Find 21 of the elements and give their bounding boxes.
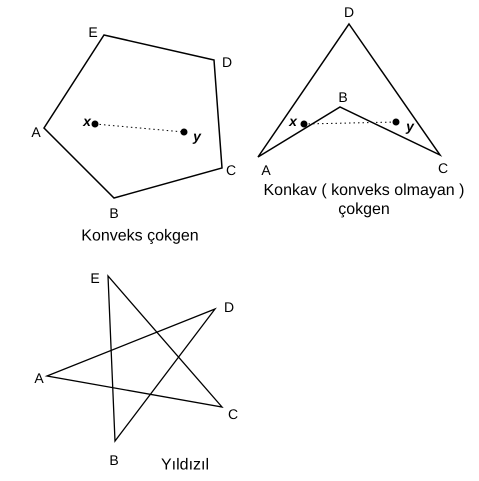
vertex-label: D (224, 300, 234, 314)
figure-caption: Konkav ( konveks olmayan ) çokgen (262, 180, 466, 220)
vertex-label: D (344, 5, 354, 19)
point-label: x (83, 114, 91, 128)
vertex-label: C (438, 161, 448, 175)
vertex-label: E (90, 271, 100, 285)
figure-caption: Konveks çokgen (81, 226, 199, 246)
vertex-label: C (228, 407, 238, 421)
vertex-label: C (226, 163, 236, 177)
vertex-label: B (338, 90, 348, 104)
vertex-label: A (34, 371, 44, 385)
point-label: y (406, 119, 414, 133)
vertex-label: B (109, 453, 119, 467)
figure-caption: Yıldızıl (161, 455, 209, 475)
point-label: y (193, 129, 201, 143)
point-label: x (289, 114, 297, 128)
vertex-label: A (261, 163, 271, 177)
vertex-label: A (31, 125, 41, 139)
vertex-label: E (88, 25, 98, 39)
vertex-label: B (109, 206, 119, 220)
vertex-label: D (222, 55, 232, 69)
